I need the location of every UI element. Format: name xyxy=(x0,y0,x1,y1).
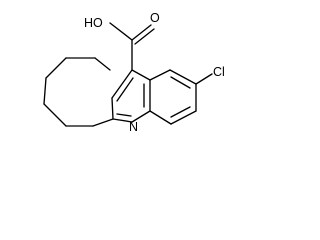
atom-labels: HO O N Cl xyxy=(84,11,225,134)
bond xyxy=(111,69,133,99)
bond xyxy=(43,103,67,127)
double-bond-inner xyxy=(116,77,134,102)
bond xyxy=(112,118,133,123)
bonds xyxy=(43,22,213,127)
chlorine-label: Cl xyxy=(213,65,225,79)
bond xyxy=(131,69,151,81)
double-bond-inner xyxy=(170,106,191,118)
bond xyxy=(149,69,171,81)
bond xyxy=(131,110,151,123)
double-bond-inner xyxy=(134,28,155,45)
double-bond-inner xyxy=(170,76,191,89)
bond xyxy=(170,110,197,125)
ring-nitrogen-label: N xyxy=(129,120,138,134)
bond xyxy=(94,57,111,71)
bond xyxy=(109,22,133,41)
bond xyxy=(149,110,172,125)
bond xyxy=(45,57,67,79)
carbonyl-oxygen-label: O xyxy=(150,11,160,25)
bond xyxy=(131,24,152,41)
bond xyxy=(92,118,114,127)
hydroxyl-label: HO xyxy=(84,16,103,30)
bond xyxy=(195,73,213,85)
structure-canvas: HO O N Cl xyxy=(43,11,225,134)
molecule-structure-diagram: HO O N Cl xyxy=(43,11,225,134)
double-bond-inner xyxy=(116,113,132,117)
bond xyxy=(111,97,114,120)
bond xyxy=(169,69,197,85)
bond xyxy=(43,77,47,105)
